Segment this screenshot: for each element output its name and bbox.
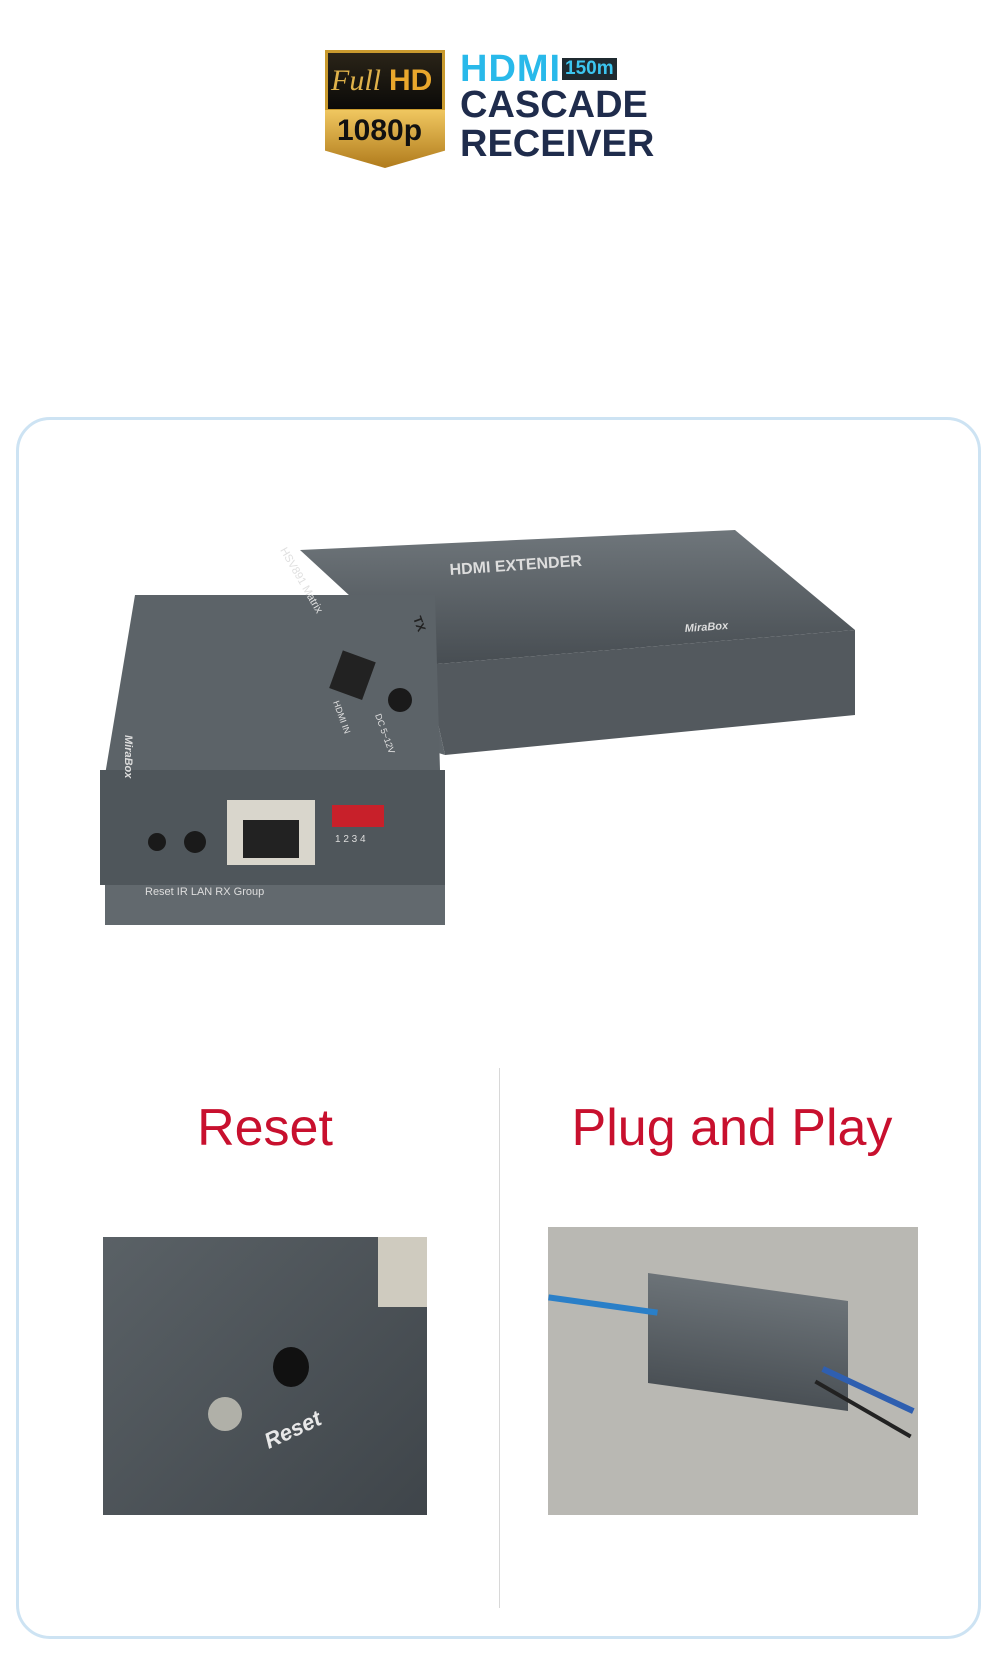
hdmi-cable (548, 1294, 658, 1316)
dip-switch-numbers: 1 2 3 4 (335, 834, 366, 845)
tx-box-top (300, 530, 855, 665)
dc-jack (388, 688, 412, 712)
plug-and-play-heading: Plug and Play (571, 1099, 893, 1157)
rx-box-top (105, 595, 440, 775)
column-divider (499, 1068, 500, 1608)
dip-switch (332, 805, 384, 827)
logo-hdmi: HDMI (460, 48, 562, 90)
ir-jack (184, 831, 206, 853)
reset-heading: Reset (197, 1099, 333, 1157)
logo-distance: 150m (562, 58, 617, 80)
reset-button-closeup (273, 1347, 309, 1387)
badge-resolution: 1080p (337, 114, 423, 147)
plug-and-play-photo (548, 1227, 918, 1515)
tx-label: TX (410, 614, 428, 633)
feature-card (16, 417, 981, 1639)
lan-port-edge (378, 1237, 427, 1307)
badge-full: Full (331, 64, 381, 97)
rx-port-labels: Reset IR LAN RX Group (145, 886, 264, 898)
logo-cascade: CASCADE (460, 84, 648, 126)
tx-maker-label: MiraBox (684, 620, 729, 635)
screw (208, 1397, 242, 1431)
hdmi-port (329, 650, 376, 700)
extender-device (648, 1272, 848, 1412)
product-photo: 1 2 3 4 Reset IR LAN RX Group MiraBox HS… (100, 530, 855, 925)
badge-hd: HD (389, 64, 433, 97)
tx-box-side (425, 630, 855, 755)
reset-closeup-photo: Reset (103, 1237, 427, 1515)
logo-receiver: RECEIVER (460, 123, 655, 165)
reset-label: Reset (260, 1405, 326, 1454)
rx-bracket (105, 885, 445, 925)
reset-button (148, 833, 166, 851)
rx-maker-label: MiraBox (122, 735, 134, 779)
